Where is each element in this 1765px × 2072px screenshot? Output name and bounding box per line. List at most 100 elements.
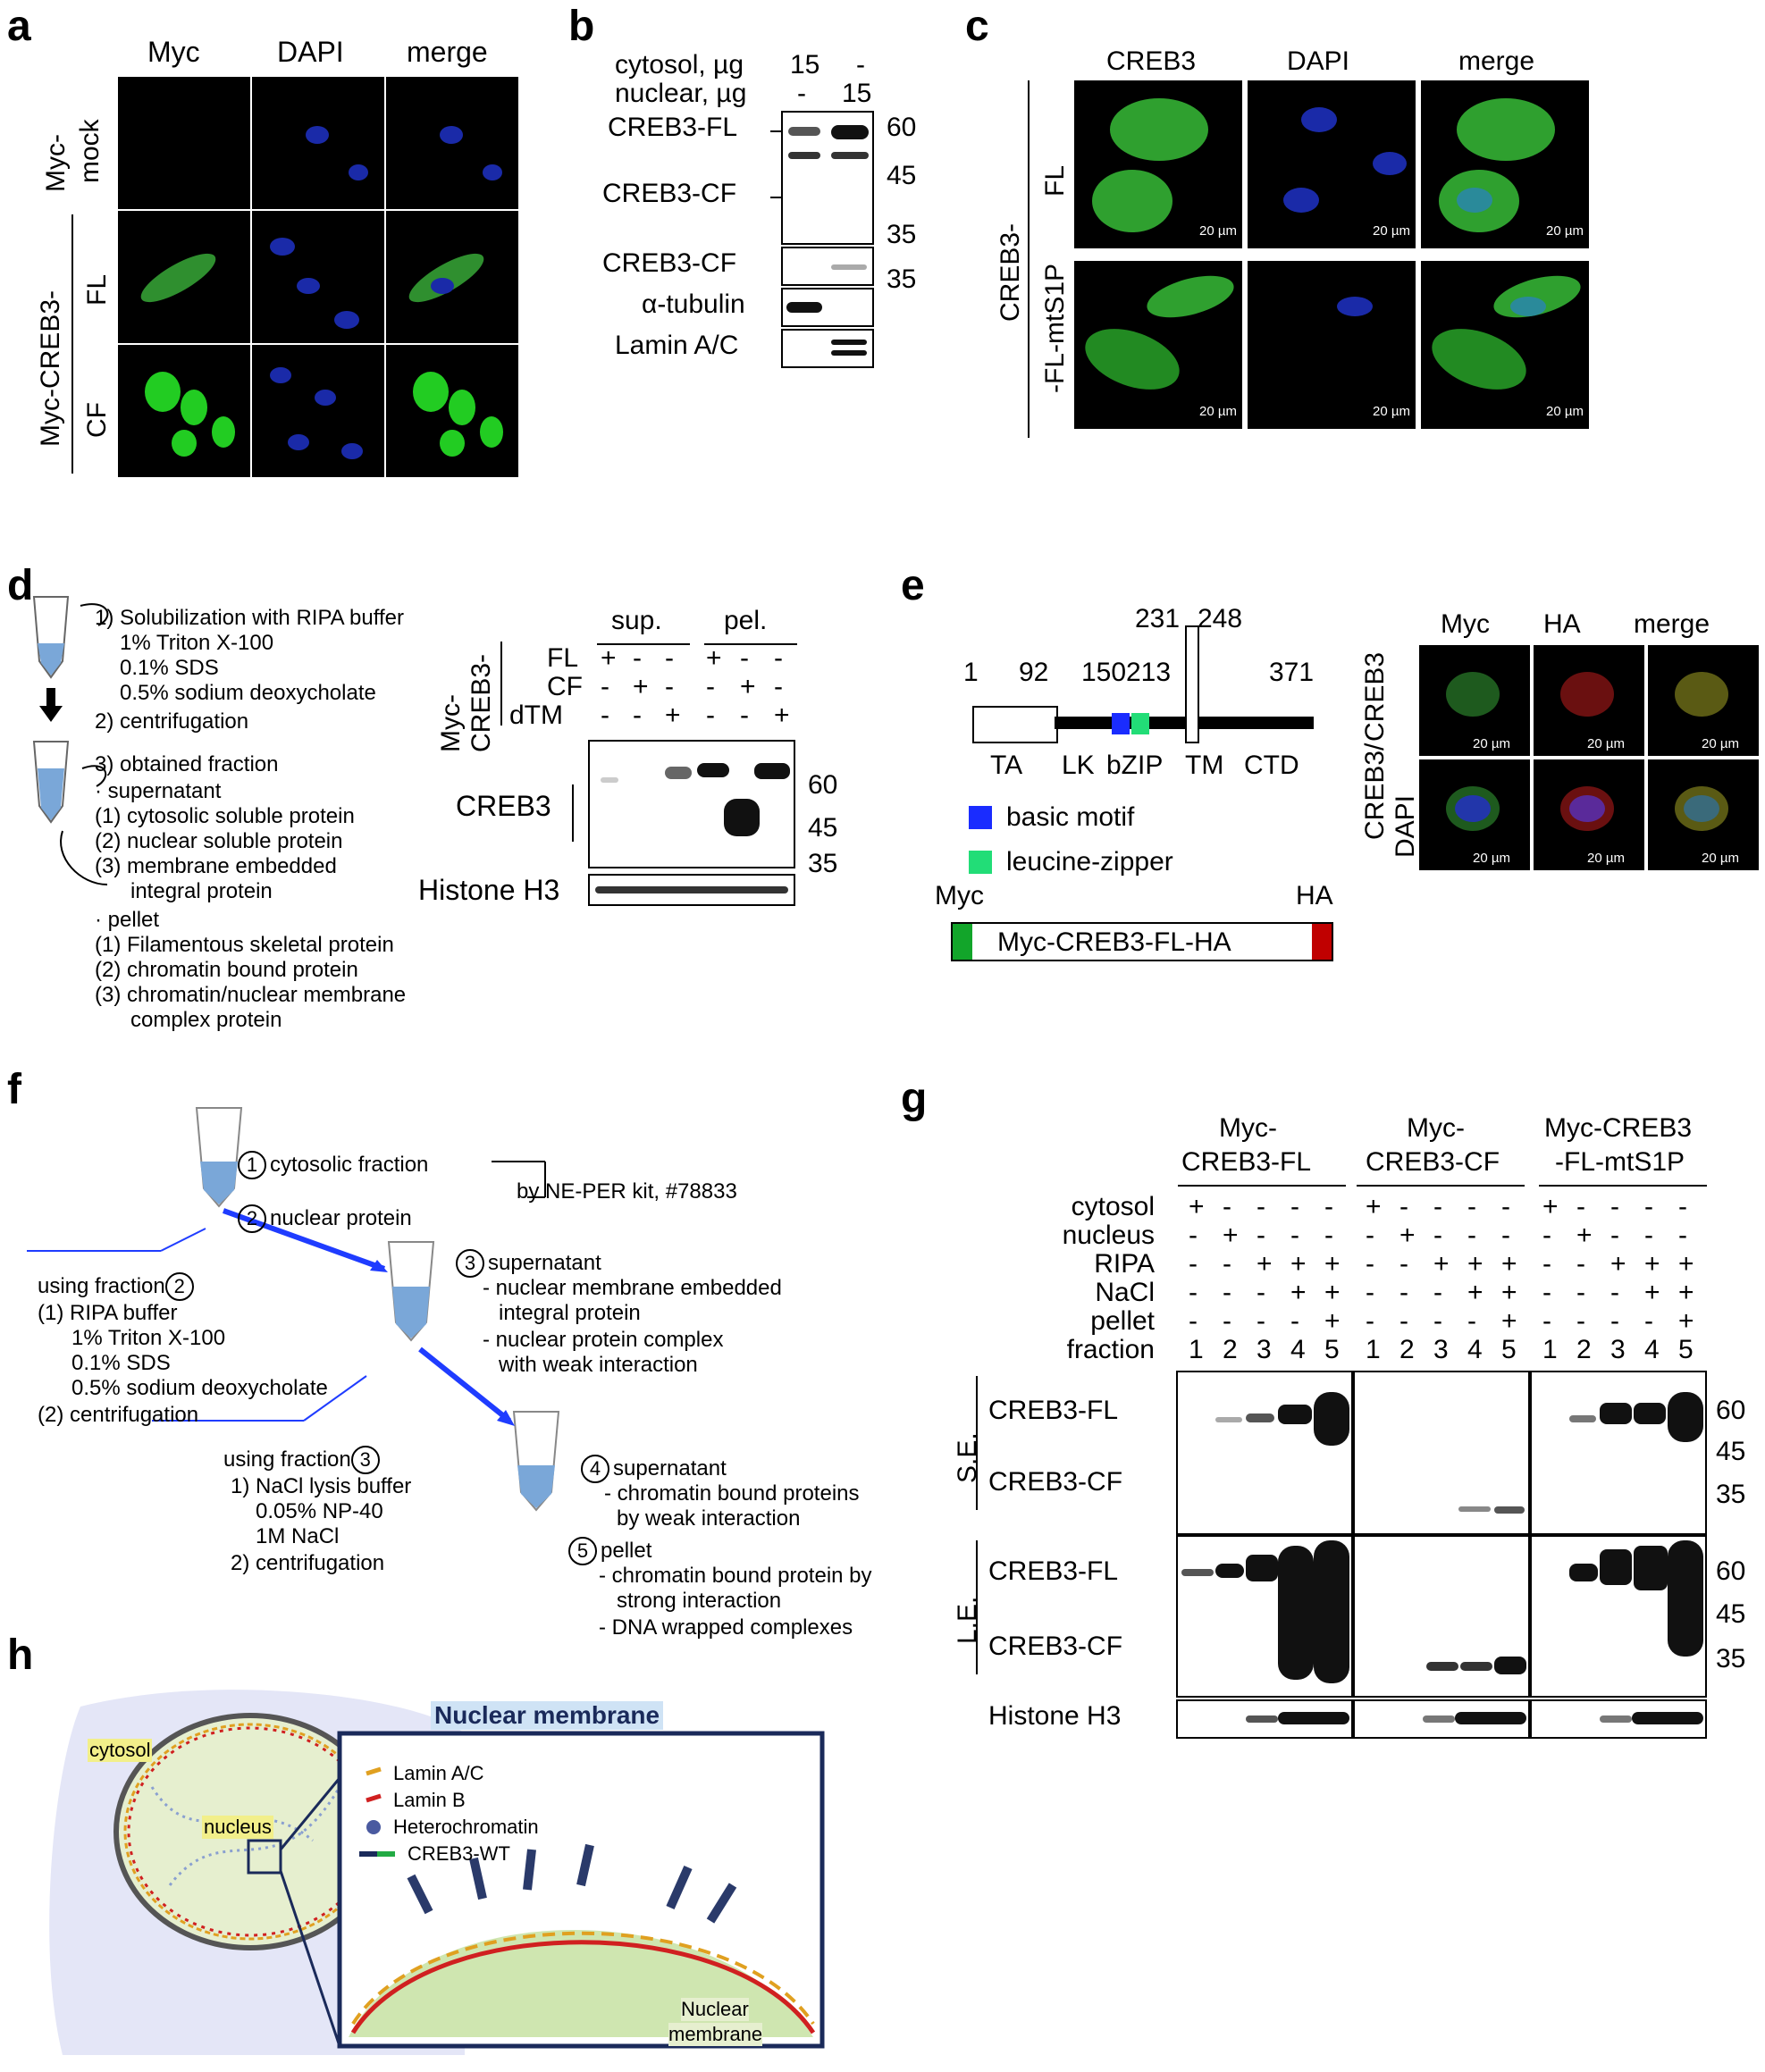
sign-cell: - (1257, 1306, 1265, 1336)
sign-cell: - (1576, 1306, 1585, 1336)
lane-number: 1 (1366, 1335, 1381, 1364)
sign-cell: + (1576, 1221, 1593, 1250)
sign-cell: - (1223, 1249, 1231, 1279)
sign-cell: - (1501, 1192, 1510, 1221)
lane-value: 15 (790, 50, 820, 80)
protocol-step: integral protein (130, 879, 273, 903)
row-label-nuclear: nuclear, µg (615, 79, 747, 108)
sign-cell: + (1501, 1249, 1517, 1279)
group-underline (704, 643, 797, 645)
lane-value: - (797, 79, 806, 108)
mw-marker: 60 (808, 770, 838, 800)
construct-label: CREB3- (466, 653, 496, 752)
blot-se-cf (1353, 1371, 1530, 1535)
panel-label-d: d (7, 562, 34, 609)
protocol-step: 3) obtained fraction (95, 752, 279, 776)
blot-se-mts1p (1530, 1371, 1707, 1535)
micrograph-merge-dapi: 20 µm (1648, 759, 1759, 870)
row-label: FL (82, 273, 112, 306)
lane-number: 3 (1610, 1335, 1626, 1364)
sign-cell: - (1644, 1221, 1653, 1250)
sign-cell: - (1610, 1192, 1619, 1221)
sign-cell: - (1290, 1221, 1299, 1250)
micrograph-dapi-mts1p: 20 µm (1248, 261, 1416, 429)
blot-le-cf (1353, 1535, 1530, 1698)
group-label: sup. (611, 606, 662, 635)
loading-label: Histone H3 (418, 874, 560, 906)
col-label: DAPI (277, 36, 344, 68)
mw-marker: 60 (887, 113, 917, 142)
sign-cell: - (1678, 1221, 1687, 1250)
membrane-label: membrane (668, 2023, 763, 2046)
mw-marker: 60 (1716, 1396, 1746, 1425)
row-label: CF (547, 672, 583, 701)
blot-le-mts1p (1530, 1535, 1707, 1698)
col-label: HA (1543, 609, 1581, 639)
domain-label: TM (1185, 751, 1224, 780)
tag-label: Myc (935, 881, 984, 910)
blot-histone-mts1p (1530, 1699, 1707, 1739)
col-label: Myc (1441, 609, 1490, 639)
fractionation-flow (27, 1107, 560, 1512)
sign-cell: - (1399, 1192, 1408, 1221)
procedure-line: 0.1% SDS (71, 1351, 171, 1375)
mw-marker: 35 (1716, 1644, 1746, 1674)
tag-label: HA (1296, 881, 1333, 910)
col-label: CREB3 (1106, 46, 1197, 76)
procedure-line: (1) RIPA buffer (38, 1301, 178, 1325)
mw-marker: 45 (1716, 1599, 1746, 1629)
sign-cell: + (1290, 1278, 1307, 1307)
construct-bar: Myc-CREB3-FL-HA (951, 922, 1333, 961)
lane-number: 1 (1542, 1335, 1558, 1364)
condition-label: cytosol (1071, 1192, 1155, 1221)
micrograph-myc-mock (118, 77, 250, 209)
group-label: -FL-mtS1P (1555, 1147, 1685, 1177)
position-label: 371 (1269, 658, 1315, 687)
sign-cell: - (1576, 1249, 1585, 1279)
row-group-label: Myc-CREB3- (36, 289, 65, 447)
mw-marker: 35 (887, 220, 917, 249)
mw-marker: 35 (887, 264, 917, 294)
band-label: CREB3-FL (988, 1396, 1119, 1425)
micrograph-dapi-fl (252, 211, 384, 343)
sign-cell: + (633, 672, 649, 701)
protocol-step: · supernatant (95, 779, 222, 803)
sign-cell: - (1366, 1249, 1374, 1279)
sign-cell: - (1257, 1221, 1265, 1250)
sign-cell: - (1610, 1278, 1619, 1307)
exposure-label: S.E. (953, 1432, 982, 1483)
group-label: CREB3-CF (1366, 1147, 1500, 1177)
step-5-item: - DNA wrapped complexes (599, 1615, 853, 1640)
lane-number: 2 (1223, 1335, 1238, 1364)
construct-bracket (500, 642, 502, 726)
blot-creb3 (781, 111, 874, 245)
domain-ta (972, 706, 1058, 743)
sign-cell: - (1223, 1278, 1231, 1307)
micrograph-merge-cf (386, 345, 518, 477)
sign-cell: + (665, 700, 681, 730)
sign-cell: - (1324, 1192, 1333, 1221)
protocol-step: · pellet (95, 908, 160, 932)
sign-cell: + (1223, 1221, 1239, 1250)
group-label: CREB3-FL (1181, 1147, 1312, 1177)
sign-cell: - (601, 700, 609, 730)
step-4-item: - chromatin bound proteins (604, 1481, 860, 1506)
sign-cell: - (1467, 1192, 1476, 1221)
panel-label-a: a (7, 3, 31, 50)
basic-motif-box (1112, 713, 1130, 734)
row-label: DAPI (1391, 794, 1420, 858)
procedure-line: 1% Triton X-100 (71, 1326, 226, 1350)
group-label: Myc- (1219, 1113, 1277, 1143)
step-3-item: - nuclear membrane embedded (483, 1276, 782, 1300)
row-label: FL (547, 643, 579, 673)
band-tick (770, 130, 781, 132)
micrograph-creb3-mts1p: 20 µm (1074, 261, 1242, 429)
position-label: 213 (1126, 658, 1172, 687)
blot-se-fl (1176, 1371, 1353, 1535)
sign-cell: + (1324, 1278, 1341, 1307)
procedure-line: 0.5% sodium deoxycholate (71, 1376, 328, 1400)
protocol-step: complex protein (130, 1008, 282, 1032)
position-label: 248 (1198, 604, 1243, 633)
